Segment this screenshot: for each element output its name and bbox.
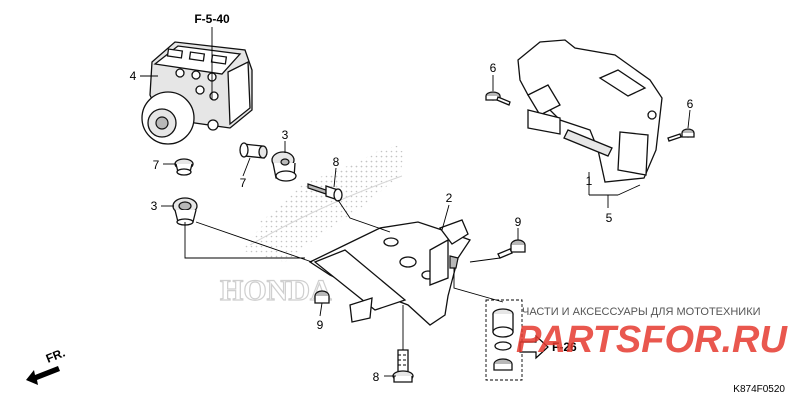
reference-f-26[interactable]: F-26 [552, 340, 577, 354]
leader-lines [140, 27, 691, 377]
callout-8-lower: 8 [373, 370, 380, 384]
abs-cover [517, 39, 663, 183]
screw-upper-left [485, 91, 511, 106]
protector-tape [563, 129, 613, 157]
collar-upper [239, 142, 268, 159]
screw-right [667, 128, 695, 142]
callout-2: 2 [446, 191, 453, 205]
callout-8-upper: 8 [333, 155, 340, 169]
callout-7-right: 7 [240, 176, 247, 190]
flange-bolt-upper [307, 183, 343, 202]
front-direction-arrow [26, 366, 60, 385]
callout-6-left: 6 [490, 61, 497, 75]
watermark-tagline: ЧАСТИ И АКСЕССУАРЫ ДЛЯ МОТОТЕХНИКИ [522, 306, 761, 318]
callout-3-upper: 3 [282, 128, 289, 142]
callout-5: 5 [606, 211, 613, 225]
grommet-upper [271, 151, 297, 182]
mounting-bracket [308, 219, 471, 326]
watermark-logo: PARTSFOR.RU [516, 319, 788, 361]
abs-modulator-unit [141, 41, 253, 145]
reference-f-5-40[interactable]: F-5-40 [194, 12, 230, 26]
mount-stack-group [485, 299, 523, 381]
arrow-f26-ref [519, 334, 549, 360]
grommet-lower [172, 197, 198, 226]
background-brand-mark: HONDA [220, 274, 332, 307]
flange-bolt-lower [392, 349, 414, 383]
callout-1: 1 [586, 174, 593, 188]
bolt-9-right [497, 239, 526, 259]
callout-3-lower: 3 [151, 199, 158, 213]
callout-6-right: 6 [687, 97, 694, 111]
diagram-code: K874F0520 [733, 384, 785, 395]
washer-left [174, 158, 194, 176]
callout-9-right: 9 [515, 215, 522, 229]
callout-9-left: 9 [317, 318, 324, 332]
bolt-9-left [314, 290, 330, 304]
callout-4: 4 [130, 69, 137, 83]
callout-7-left: 7 [153, 158, 160, 172]
front-direction-label: FR. [44, 346, 67, 366]
background-wing-watermark [240, 145, 405, 262]
